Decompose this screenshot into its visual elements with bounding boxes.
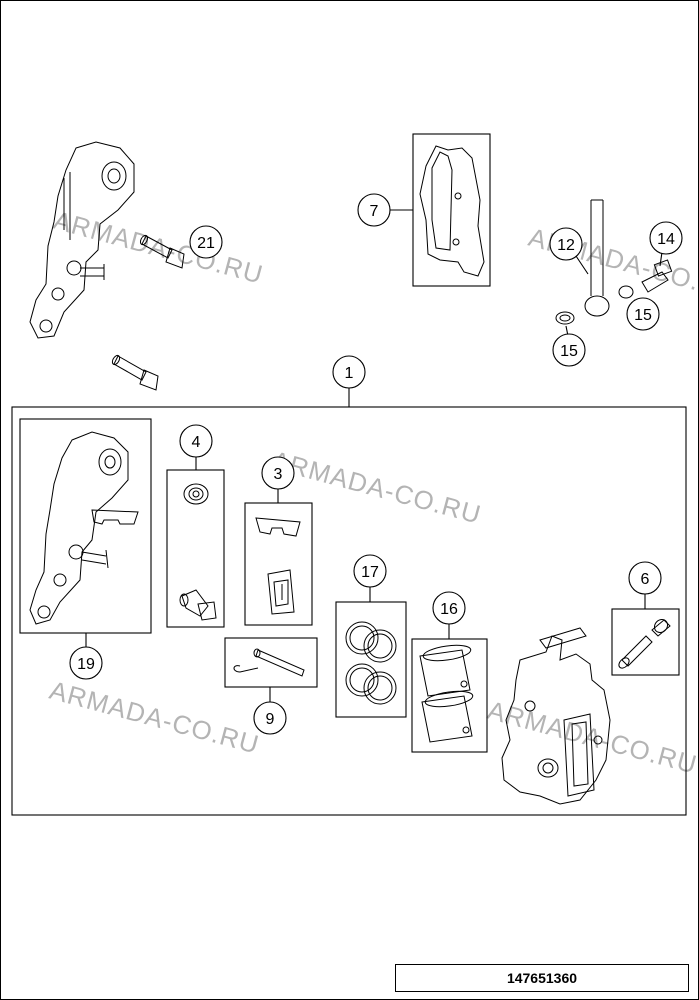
pad-pin-drawing: [233, 648, 305, 677]
piston-drawing: [419, 644, 474, 743]
seal-ring-drawing: [345, 621, 397, 705]
callout-15a: 15: [634, 307, 652, 324]
banjo-fitting-drawing: [555, 199, 673, 325]
watermarks: ARMADA-CO.RU ARMADA-CO.RU ARMADA-CO.RU A…: [46, 205, 699, 780]
seal-pin-drawing: [179, 483, 217, 621]
leader-14: [659, 251, 663, 267]
bracket-kit-box: [19, 418, 152, 634]
bleeder-box: [611, 608, 680, 676]
watermark-5: ARMADA-CO.RU: [484, 695, 699, 780]
callout-7: 7: [370, 203, 379, 220]
callout-numbers: 1 3 4 6 7 9 12 14 15 15 16 17 19 21: [77, 203, 675, 728]
caliper-bracket-drawing: [29, 141, 135, 339]
callout-6: 6: [641, 571, 650, 588]
callout-1: 1: [345, 365, 354, 382]
callout-3-circle: [261, 456, 295, 490]
seal-pin-box: [166, 469, 225, 628]
bolt-21-drawing: [139, 234, 185, 269]
callouts: [69, 193, 683, 735]
callout-9-circle: [253, 701, 287, 735]
callout-16: 16: [440, 601, 458, 618]
caliper-body-drawing: [501, 627, 611, 805]
callout-17: 17: [361, 564, 379, 581]
brake-pad-drawing: [419, 145, 485, 277]
callout-16-circle: [432, 591, 466, 625]
callout-19-circle: [69, 646, 103, 680]
spring-clip-box: [244, 502, 313, 626]
callout-14-circle: [649, 221, 683, 255]
callout-12: 12: [557, 237, 575, 254]
bolt-lower-drawing: [111, 354, 159, 391]
callout-17-circle: [353, 554, 387, 588]
callout-21-circle: [189, 225, 223, 259]
callout-4: 4: [192, 434, 201, 451]
callout-21: 21: [197, 235, 215, 252]
spring-clip-drawing: [255, 517, 301, 615]
callout-14: 14: [657, 231, 675, 248]
watermark-1: ARMADA-CO.RU: [50, 205, 266, 290]
callout-15b: 15: [560, 343, 578, 360]
bleeder-drawing: [618, 618, 671, 669]
seal-ring-box: [335, 601, 407, 718]
pad-pin-box: [224, 637, 318, 688]
callout-15b-circle: [552, 333, 586, 367]
callout-7-circle: [357, 193, 391, 227]
callout-1-circle: [332, 355, 366, 389]
diagram-code-label: 147651360: [395, 964, 689, 992]
callout-9: 9: [266, 711, 275, 728]
bracket-kit-drawing: [29, 431, 139, 625]
watermark-3: ARMADA-CO.RU: [268, 445, 484, 530]
leader-12: [575, 255, 589, 275]
callout-15a-circle: [626, 297, 660, 331]
callout-3: 3: [274, 466, 283, 483]
callout-19: 19: [77, 656, 95, 673]
callout-4-circle: [179, 424, 213, 458]
callout-12-circle: [549, 227, 583, 261]
callout-6-circle: [628, 561, 662, 595]
